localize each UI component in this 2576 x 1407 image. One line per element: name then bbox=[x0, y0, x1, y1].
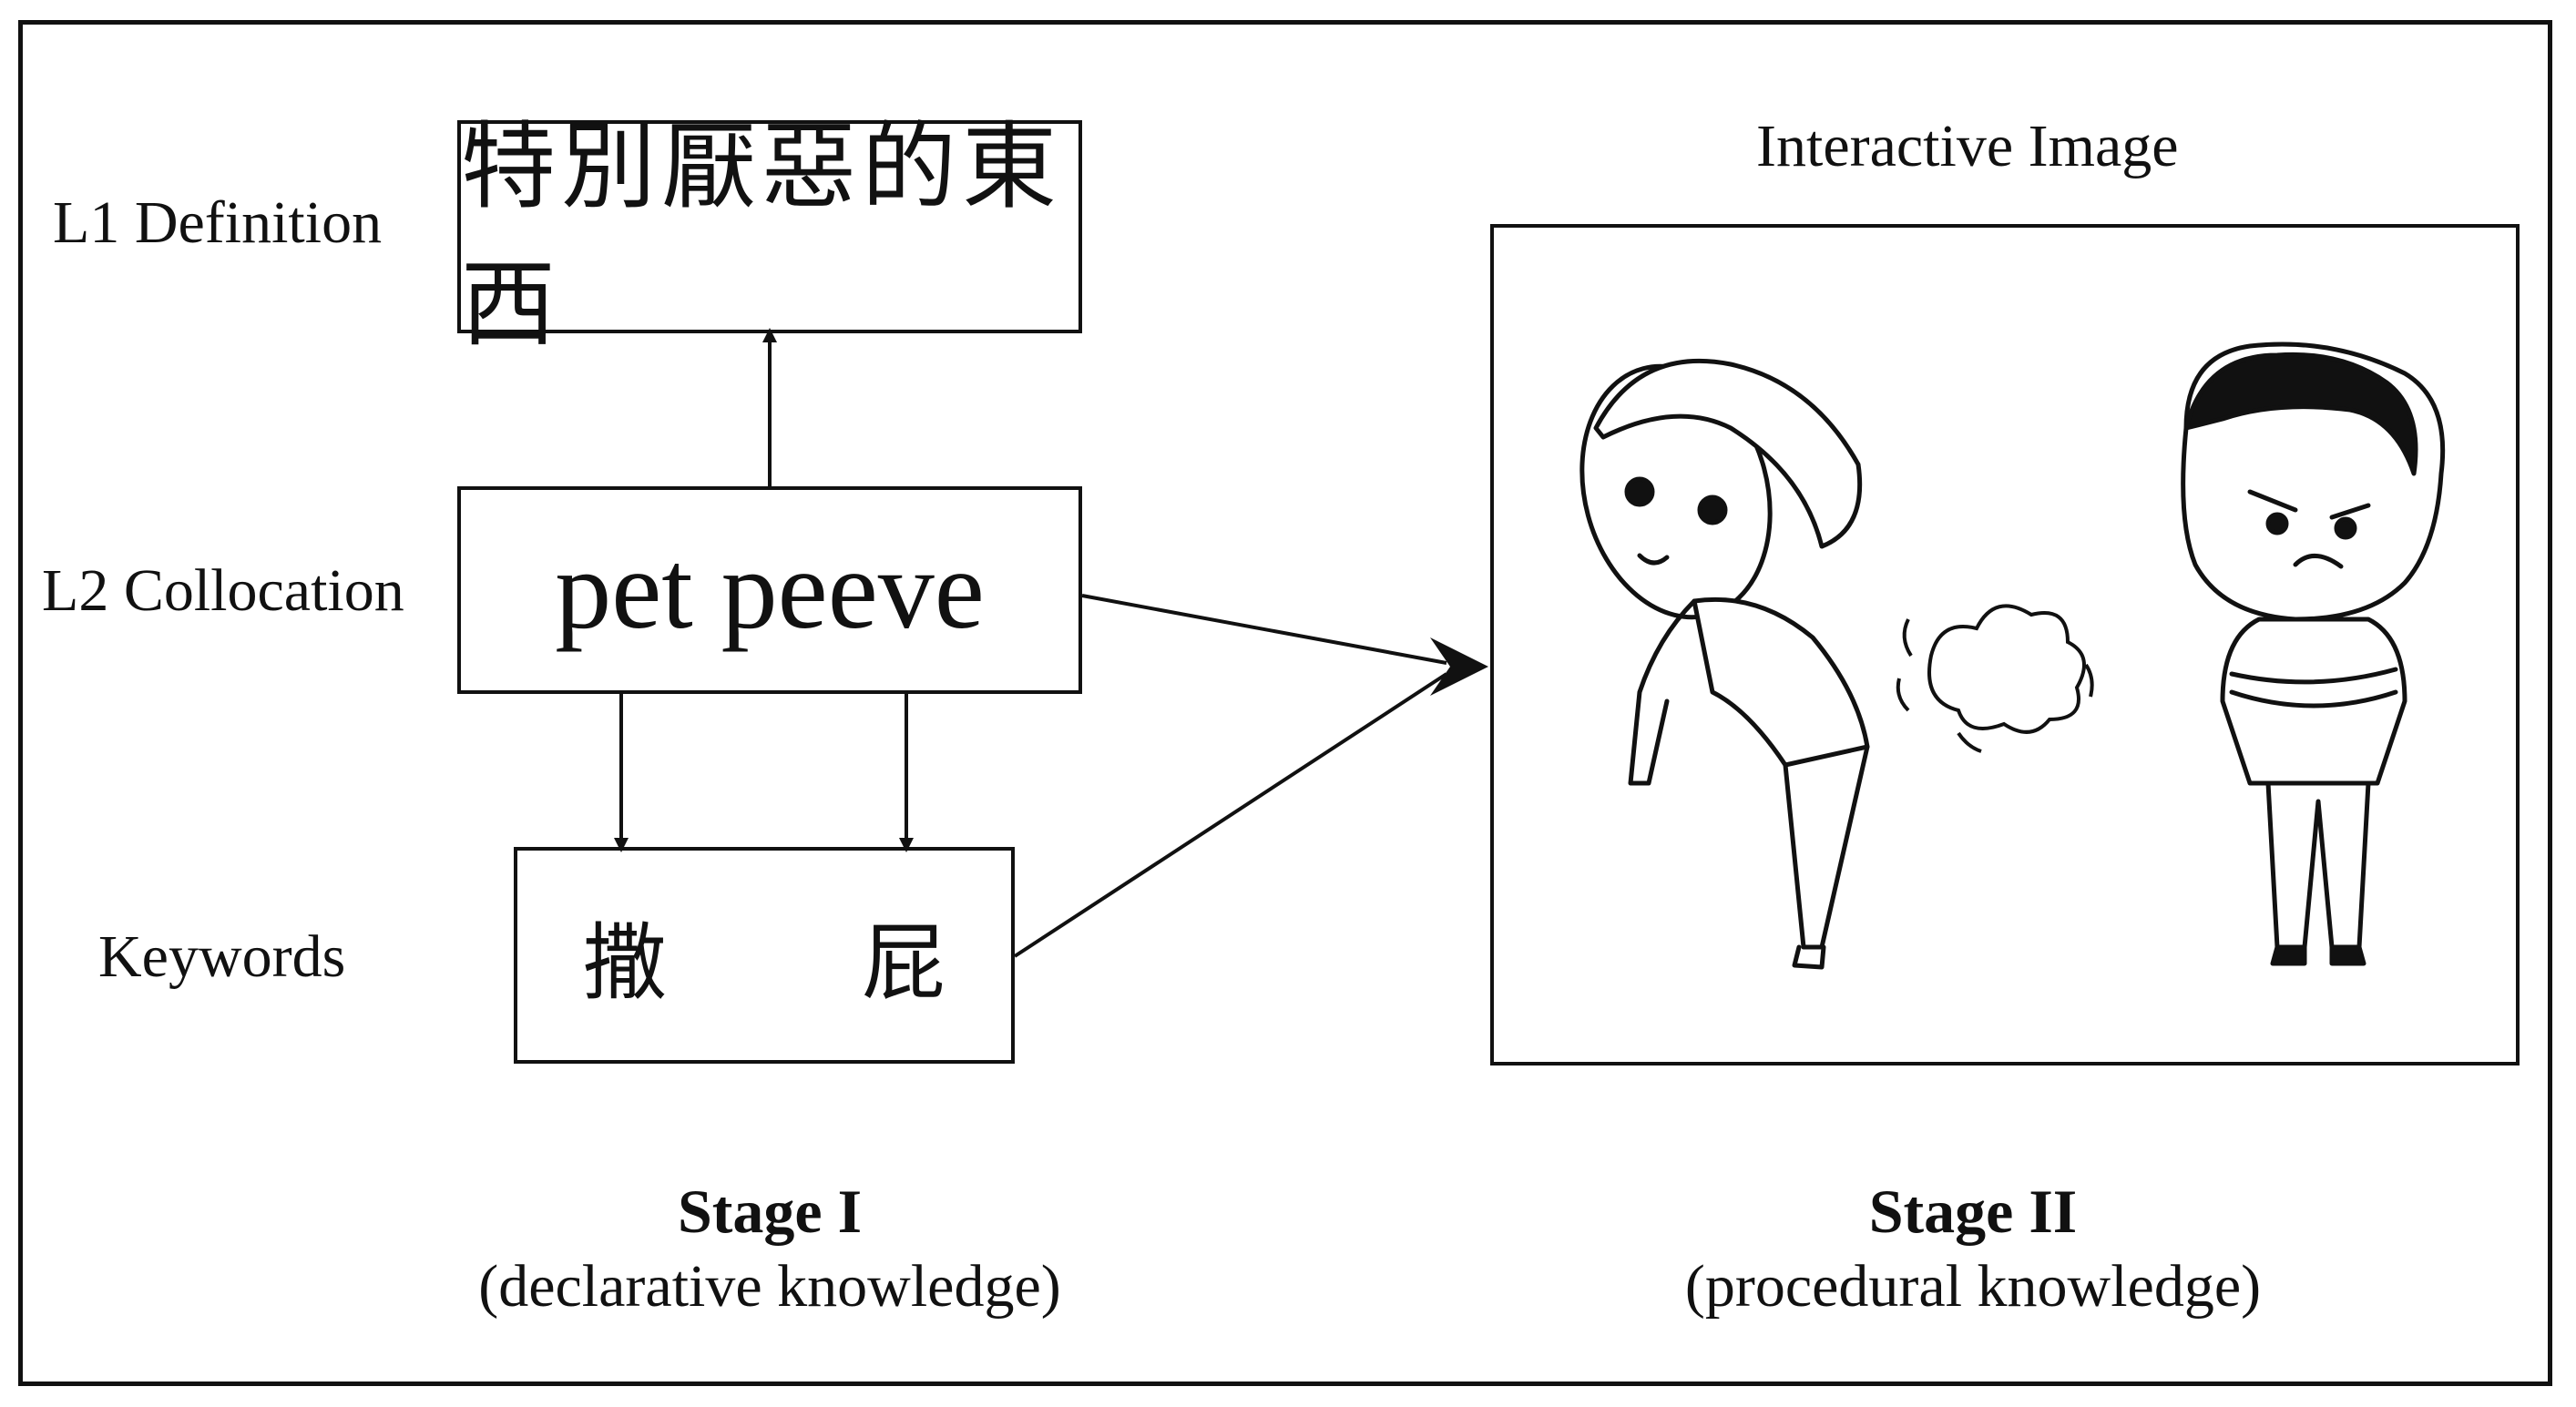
stage-1-title: Stage I bbox=[677, 1177, 863, 1246]
line-keywords-to-image bbox=[1013, 672, 1448, 958]
l1-definition-text: 特別厭惡的東西 bbox=[461, 116, 1063, 358]
cloud-icon bbox=[1896, 604, 2094, 753]
stage-2-subtitle: (procedural knowledge) bbox=[1684, 1253, 2262, 1320]
line-collocation-to-image bbox=[1081, 594, 1447, 665]
stage-2-title: Stage II bbox=[1868, 1177, 2078, 1246]
keywords-label: Keywords bbox=[98, 923, 346, 990]
l2-collocation-box: pet peeve bbox=[457, 486, 1082, 694]
interactive-image-caption: Interactive Image bbox=[1756, 113, 2179, 179]
l2-collocation-label: L2 Collocation bbox=[42, 557, 404, 624]
keyword-1: 撒 bbox=[583, 916, 668, 1010]
l1-definition-box: 特別厭惡的東西 bbox=[457, 116, 1082, 358]
keywords-box: 撒 屁 bbox=[514, 847, 1015, 1064]
l1-definition-label: L1 Definition bbox=[53, 189, 383, 256]
man-illustration bbox=[2181, 342, 2446, 966]
merge-arrowhead bbox=[1430, 637, 1488, 696]
keyword-2: 屁 bbox=[861, 916, 946, 1010]
woman-illustration bbox=[1579, 358, 1870, 970]
l2-collocation-text: pet peeve bbox=[555, 527, 985, 652]
stage-1-subtitle: (declarative knowledge) bbox=[478, 1253, 1061, 1320]
